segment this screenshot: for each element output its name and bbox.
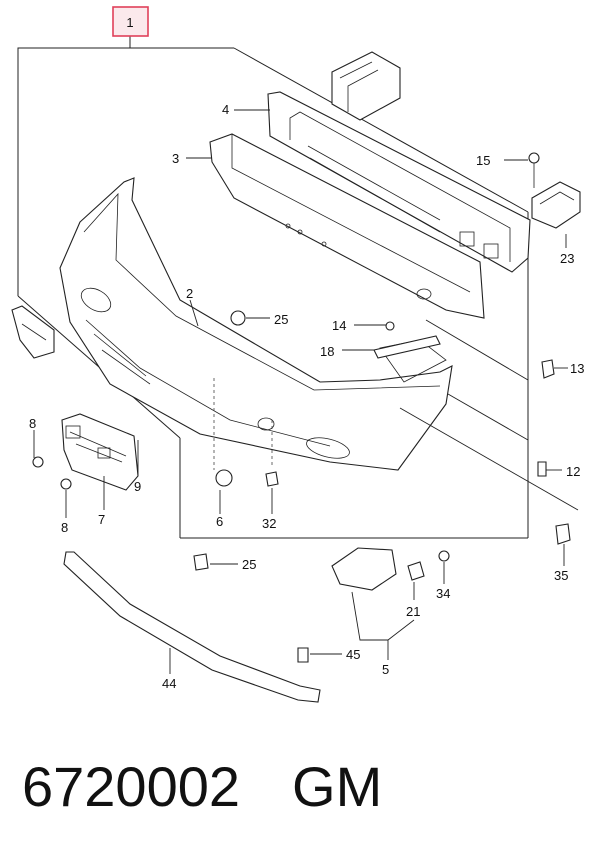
assembly-callout-box: [112, 6, 149, 37]
energy-absorber: [209, 133, 485, 319]
strip-18: [373, 335, 441, 359]
screw-34: [438, 550, 450, 562]
callout-6: 6: [216, 514, 223, 529]
cap-part: [215, 469, 233, 487]
part-footer: 6720002 GM: [22, 752, 582, 822]
callout-14: 14: [332, 318, 346, 333]
callout-8-lower: 8: [61, 520, 68, 535]
nut-32: [265, 471, 279, 487]
callout-25-lower: 25: [242, 557, 256, 572]
bolt-15: [528, 152, 540, 164]
callout-4: 4: [222, 102, 229, 117]
callout-8-upper: 8: [29, 416, 36, 431]
fasteners: [32, 152, 571, 663]
brand-label: GM: [292, 755, 383, 818]
clip-35: [555, 523, 571, 545]
screw-8-upper: [32, 456, 44, 468]
callout-32: 32: [262, 516, 276, 531]
leader-lines: [33, 109, 579, 674]
callout-21: 21: [406, 604, 420, 619]
callout-7: 7: [98, 512, 105, 527]
callout-35: 35: [554, 568, 568, 583]
callout-13: 13: [570, 361, 584, 376]
part-number: 6720002: [22, 755, 241, 818]
callout-44: 44: [162, 676, 176, 691]
callout-5: 5: [382, 662, 389, 677]
screw-12: [537, 461, 547, 477]
clip-13: [541, 359, 555, 379]
fog-lamp: [331, 547, 425, 591]
clip-25-upper: [230, 310, 246, 326]
screw-14: [385, 321, 395, 331]
lower-spoiler: [63, 551, 321, 703]
frame-rail: [331, 51, 401, 121]
callout-18: 18: [320, 344, 334, 359]
impact-bar: [267, 91, 531, 273]
callout-34: 34: [436, 586, 450, 601]
callout-15: 15: [476, 153, 490, 168]
screw-8-lower: [60, 478, 72, 490]
callout-23: 23: [560, 251, 574, 266]
license-bracket: [61, 413, 139, 491]
bracket-left: [11, 305, 55, 359]
assembly-frame: [17, 36, 529, 539]
callout-3: 3: [172, 151, 179, 166]
bumper-fascia: [59, 177, 453, 471]
alignment-lines: [213, 378, 273, 470]
callout-9: 9: [134, 479, 141, 494]
callout-12: 12: [566, 464, 580, 479]
callout-25-upper: 25: [274, 312, 288, 327]
clip-45: [297, 647, 309, 663]
callout-2: 2: [186, 286, 193, 301]
callout-1: 1: [126, 15, 133, 30]
callout-45: 45: [346, 647, 360, 662]
clip-25-lower: [193, 553, 209, 571]
bracket-right: [531, 181, 581, 229]
